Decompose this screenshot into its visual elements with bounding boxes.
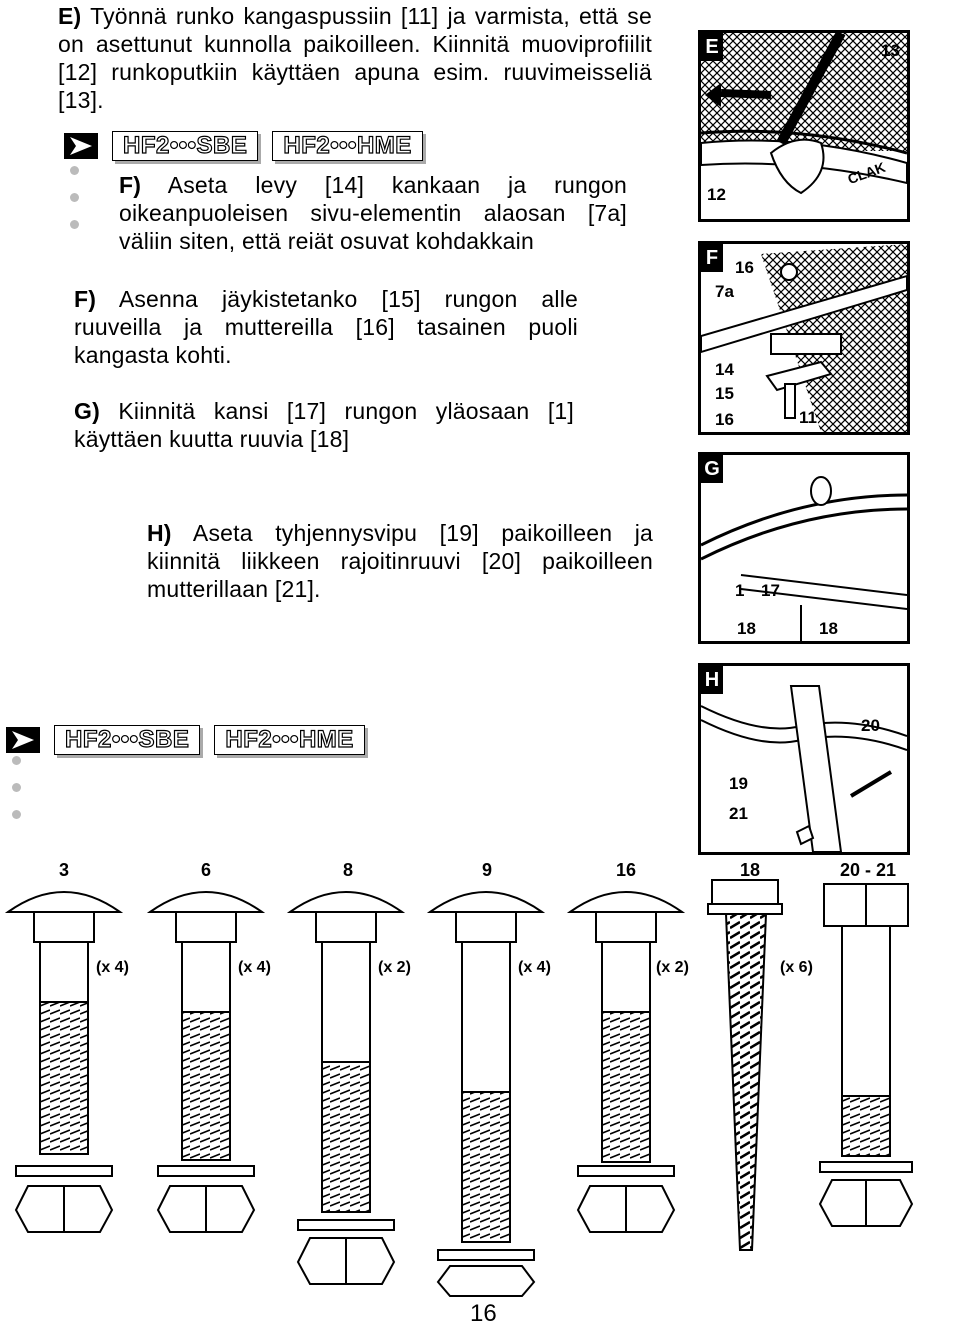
qty-bolt-3: (x 4)	[94, 959, 131, 977]
model-badge: HF2•••SBE	[112, 131, 259, 161]
callout-16: 16	[735, 258, 754, 277]
bullet-dots	[12, 756, 21, 837]
step-f1-body: Aseta levy [14] kankaan ja rungon oikean…	[119, 172, 628, 254]
step-h-body: Aseta tyhjennysvipu [19] paikoilleen ja …	[147, 520, 653, 602]
carriage-bolt-8	[286, 891, 406, 1285]
model-badge: HF2•••SBE	[54, 725, 201, 755]
carriage-bolt-6	[146, 891, 266, 1233]
bolt-label-3: 3	[58, 860, 69, 880]
step-e-body: Työnnä runko kangaspussiin [11] ja varmi…	[58, 3, 652, 113]
qty-bolt-6: (x 4)	[236, 959, 273, 977]
step-e-text: E) Työnnä runko kangaspussiin [11] ja va…	[58, 2, 652, 114]
pointer-arrow-icon	[64, 133, 98, 159]
step-h-text: H) Aseta tyhjennysvipu [19] paikoilleen …	[147, 519, 653, 603]
carriage-bolt-16	[566, 891, 686, 1233]
model-badge: HF2•••HME	[214, 725, 365, 755]
step-f1-prefix: F)	[119, 172, 142, 198]
hex-bolt-20-21	[818, 883, 914, 1227]
bolt-label-16: 16	[615, 860, 637, 880]
callout-21: 21	[729, 804, 748, 823]
callout-18: 18	[737, 619, 756, 638]
panel-label: G	[701, 455, 723, 483]
carriage-bolt-3	[4, 891, 124, 1233]
callout-7a: 7a	[715, 282, 734, 301]
panel-label: H	[701, 666, 723, 694]
callout-12: 12	[707, 185, 726, 204]
step-g-prefix: G)	[74, 398, 100, 424]
callout-15: 15	[715, 384, 734, 403]
step-g-body: Kiinnitä kansi [17] rungon yläosaan [1] …	[74, 398, 575, 452]
callout-11: 11	[799, 408, 817, 427]
bolt-label-18: 18	[739, 860, 761, 880]
page-number: 16	[470, 1300, 497, 1327]
callout-18b: 18	[819, 619, 838, 638]
step-h-prefix: H)	[147, 520, 172, 546]
step-f1-text: F) Aseta levy [14] kankaan ja rungon oik…	[119, 171, 627, 255]
callout-20: 20	[861, 716, 880, 735]
model-badges-1: HF2•••SBE HF2•••HME	[64, 131, 423, 161]
model-badge: HF2•••HME	[272, 131, 423, 161]
callout-16b: 16	[715, 410, 734, 429]
pointer-arrow-icon	[6, 727, 40, 753]
wood-screw-18	[707, 879, 783, 1251]
bullet-dots	[70, 166, 79, 247]
step-f2-body: Asenna jäykistetanko [15] rungon alle ru…	[74, 286, 578, 368]
qty-bolt-8: (x 2)	[376, 959, 413, 977]
bolt-label-6: 6	[200, 860, 211, 880]
frame-insertion-illustration	[701, 33, 907, 195]
illustration-panel-h: H 20 19 21	[698, 663, 910, 855]
illustration-panel-f: F 16 7a 14 15 16 11	[698, 241, 910, 435]
model-badges-2: HF2•••SBE HF2•••HME	[6, 725, 365, 755]
callout-1: 1	[735, 581, 745, 600]
panel-label: E	[701, 33, 723, 61]
qty-screw-18: (x 6)	[778, 959, 815, 977]
step-f2-text: F) Asenna jäykistetanko [15] rungon alle…	[74, 285, 578, 369]
step-e-prefix: E)	[58, 3, 82, 29]
qty-bolt-9: (x 4)	[516, 959, 553, 977]
carriage-bolt-9	[426, 891, 546, 1297]
cover-mounting-illustration	[701, 476, 907, 641]
panel-label: F	[701, 244, 723, 272]
qty-bolt-16: (x 2)	[654, 959, 691, 977]
lever-mounting-illustration	[701, 685, 907, 852]
bolt-label-8: 8	[342, 860, 353, 880]
callout-13: 13	[881, 41, 900, 60]
callout-17: 17	[761, 581, 780, 600]
illustration-panel-g: G 1 17 18 18	[698, 452, 910, 644]
callout-14: 14	[715, 360, 734, 379]
brace-mounting-illustration	[701, 244, 907, 432]
callout-19: 19	[729, 774, 748, 793]
bolt-label-9: 9	[481, 860, 492, 880]
illustration-panel-e: E 13 12 CLAK	[698, 30, 910, 222]
bolt-label-20-21: 20 - 21	[839, 860, 897, 880]
step-g-text: G) Kiinnitä kansi [17] rungon yläosaan […	[74, 397, 574, 453]
step-f2-prefix: F)	[74, 286, 97, 312]
